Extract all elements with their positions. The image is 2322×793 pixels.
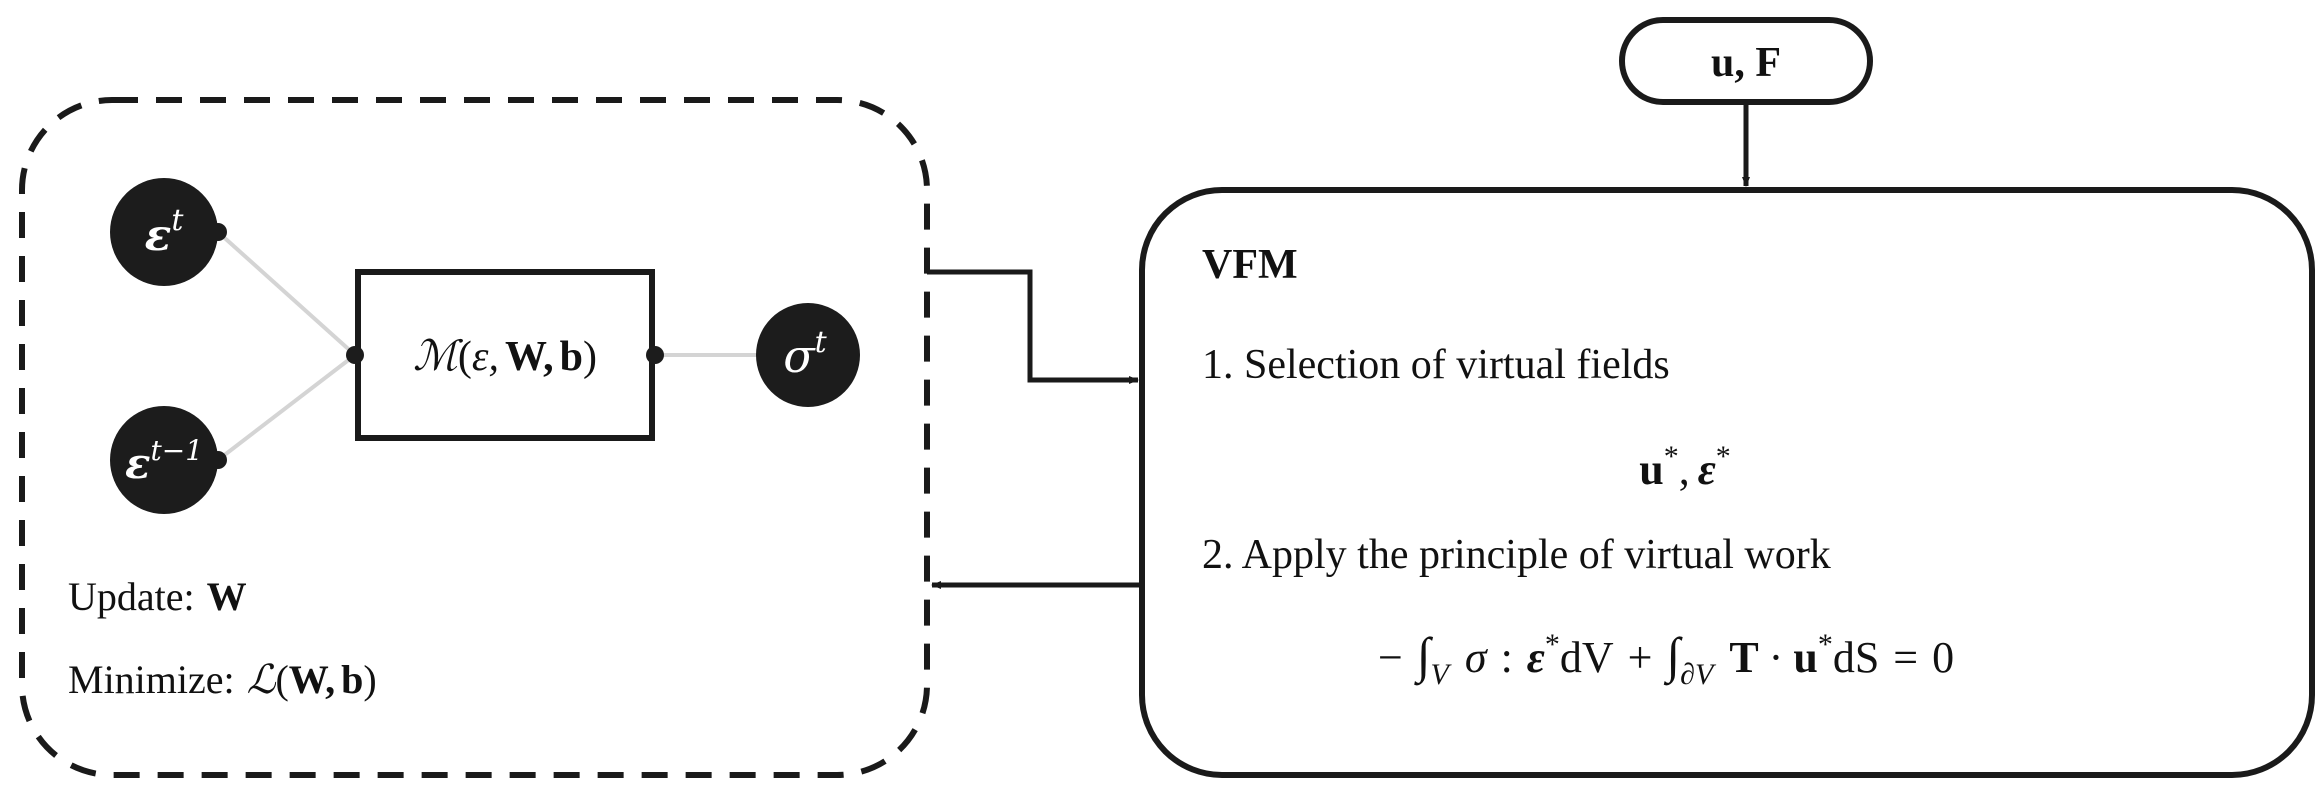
minimize-func: ℒ	[247, 657, 277, 702]
node-eps-t-minus-1-label: εt−1	[125, 434, 203, 488]
virtual-field-u-star: *	[1664, 440, 1679, 473]
eq-minus: −	[1378, 633, 1403, 682]
virtual-field-u: u	[1639, 445, 1663, 494]
model-close: )	[583, 334, 597, 380]
node-sigma-t-sup: t	[815, 325, 828, 360]
eq-dv: dV	[1560, 633, 1614, 682]
inputs-box-label: u, F	[1711, 40, 1781, 86]
update-prefix: Update:	[68, 574, 195, 619]
eq-plus: +	[1628, 633, 1653, 682]
eq-u: u	[1793, 633, 1817, 682]
eq-eps: ε	[1527, 633, 1545, 682]
eq-sub1: V	[1431, 658, 1453, 691]
arrow-network-to-vfm	[927, 269, 1139, 384]
eq-equals: =	[1893, 633, 1918, 682]
minimize-text: Minimize: ℒ(W,b)	[68, 657, 377, 702]
node-eps-t-minus-1-sup: t−1	[151, 434, 204, 467]
eq-star1: *	[1545, 628, 1560, 661]
eq-sigma: σ	[1465, 633, 1489, 682]
model-arg-eps: ε,	[472, 334, 499, 380]
node-eps-t-label: εt	[145, 203, 185, 261]
node-eps-t-sup: t	[171, 203, 184, 238]
eq-int2: ∫	[1663, 627, 1683, 686]
model-func: ℳ	[413, 334, 464, 380]
minimize-open: (	[275, 657, 288, 702]
node-eps-t: εt	[110, 178, 227, 286]
update-text: Update: W	[68, 574, 247, 619]
connector-eps-t-1-to-model	[216, 353, 357, 462]
model-open: (	[458, 334, 472, 380]
network-dashed-container	[19, 97, 930, 778]
model-box-formula: ℳ(ε,W,b)	[413, 334, 597, 380]
model-arg-w: W,	[505, 334, 554, 380]
eq-int1: ∫	[1414, 627, 1434, 686]
minimize-arg-w: W,	[289, 657, 335, 702]
vfm-box: VFM 1. Selection of virtual fields u*,ε*…	[1139, 187, 2315, 778]
eq-dot: ·	[1769, 633, 1784, 682]
eq-zero: 0	[1932, 633, 1954, 682]
node-eps-t-minus-1-base: ε	[125, 439, 151, 488]
virtual-fields-formula: u*,ε*	[1639, 440, 1731, 494]
virtual-field-eps-star: *	[1716, 440, 1731, 473]
vfm-step2: 2. Apply the principle of virtual work	[1202, 532, 1831, 578]
eq-ds: dS	[1833, 633, 1879, 682]
eq-star2: *	[1818, 628, 1833, 661]
eq-colon: :	[1501, 633, 1513, 682]
inputs-box: u, F	[1619, 17, 1873, 105]
node-sigma-t: σt	[756, 303, 860, 407]
model-arg-b: b	[560, 334, 583, 380]
vfm-title: VFM	[1202, 242, 1298, 288]
node-sigma-t-label: σt	[783, 325, 827, 383]
update-bold: W	[207, 574, 247, 619]
node-eps-t-minus-1: εt−1	[110, 406, 227, 514]
virtual-field-sep: ,	[1679, 445, 1690, 494]
connector-eps-t-to-model	[216, 230, 357, 357]
eq-sub2: ∂V	[1680, 658, 1717, 691]
eq-t: T	[1729, 633, 1758, 682]
minimize-arg-b: b	[341, 657, 363, 702]
minimize-close: )	[363, 657, 376, 702]
vfm-step1: 1. Selection of virtual fields	[1202, 342, 1670, 388]
minimize-prefix: Minimize:	[68, 657, 235, 702]
node-sigma-t-base: σ	[783, 329, 816, 383]
virtual-field-eps: ε	[1698, 445, 1716, 494]
model-box: ℳ(ε,W,b)	[346, 269, 664, 441]
node-eps-t-base: ε	[145, 210, 172, 261]
